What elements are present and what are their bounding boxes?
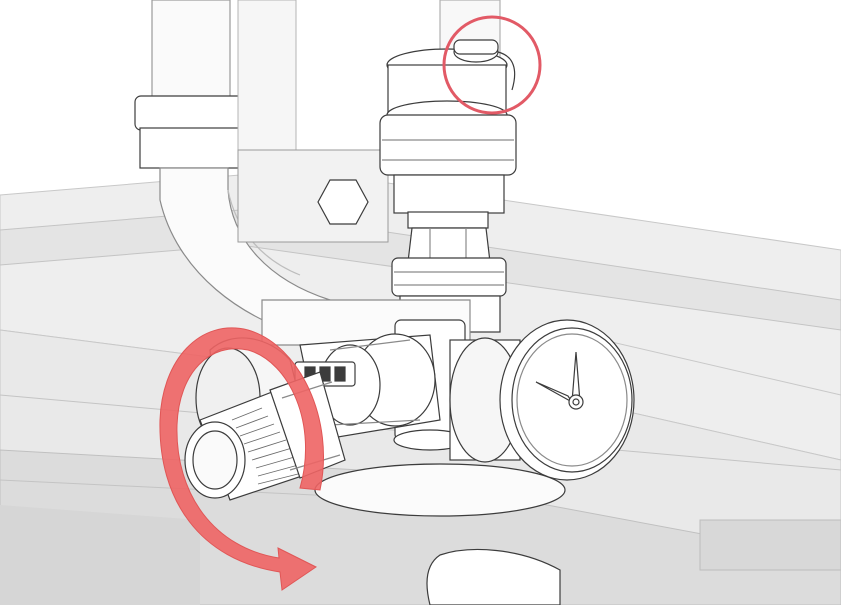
hex-nut-icon (317, 179, 369, 225)
bracket (237, 0, 389, 243)
air-vent (379, 0, 517, 214)
rotate-clockwise-arrow-icon (159, 327, 324, 591)
highlight-circle-icon (442, 15, 542, 115)
pressure-gauge-icon (449, 319, 635, 481)
gauge-needles (535, 351, 584, 410)
mounting-plate (314, 463, 566, 605)
left-pipe (134, 0, 331, 341)
